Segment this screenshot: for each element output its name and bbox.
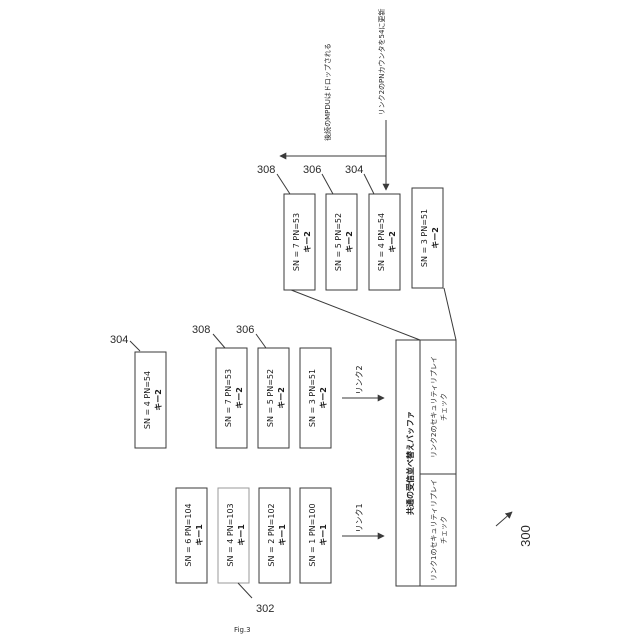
expanded-frame-1: SN = 7 PN=53 キー2	[284, 194, 315, 290]
link2-frame-1: SN = 7 PN=53 キー2	[216, 348, 247, 448]
link1-frame-1: SN = 6 PN=104 キー1	[176, 488, 207, 583]
expanded-frame-group: SN = 7 PN=53 キー2 SN = 5 PN=52 キー2 SN = 4…	[284, 188, 443, 290]
link1-frame-2-sn: SN = 4 PN=103	[226, 503, 235, 566]
ref-308-mid: 308	[192, 324, 210, 336]
expanded-frame-4: SN = 3 PN=51 キー2	[412, 188, 443, 288]
ref-308-mid-leader	[213, 334, 225, 348]
expanded-frame-2-key: キー2	[345, 231, 354, 253]
link2-frame-1-sn: SN = 7 PN=53	[224, 369, 233, 427]
link1-frame-4-sn: SN = 1 PN=100	[308, 503, 317, 566]
isolated-frame-sn: SN = 4 PN=54	[143, 371, 152, 429]
expanded-frame-2: SN = 5 PN=52 キー2	[326, 194, 357, 290]
ref-300: 300	[518, 525, 533, 547]
link2-frame-2-key: キー2	[277, 387, 286, 409]
link1-replay-check-line1: リンク1のセキュリティリプレイ	[430, 479, 438, 581]
expand-line-left	[286, 288, 420, 340]
link1-frame-1-sn: SN = 6 PN=104	[184, 503, 193, 566]
buffer-title: 共通の受信並べ替えバッファ	[405, 411, 415, 515]
link2-frame-2-sn: SN = 5 PN=52	[266, 369, 275, 427]
ref-306-mid: 306	[236, 324, 254, 336]
link2-frame-group: SN = 7 PN=53 キー2 SN = 5 PN=52 キー2 SN = 3…	[216, 348, 331, 448]
ref-300-arrow	[496, 512, 512, 526]
expanded-frame-1-sn: SN = 7 PN=53	[292, 213, 301, 271]
link1-replay-check-line2: チェック	[440, 516, 448, 544]
ref-308-right: 308	[257, 164, 275, 176]
link1-frame-4: SN = 1 PN=100 キー1	[300, 488, 331, 583]
expanded-frame-4-sn: SN = 3 PN=51	[420, 209, 429, 267]
link1-frame-3: SN = 2 PN=102 キー1	[259, 488, 290, 583]
link2-frame-3-sn: SN = 3 PN=51	[308, 369, 317, 427]
ref-304-top-leader	[130, 341, 140, 351]
link2-frame-2: SN = 5 PN=52 キー2	[258, 348, 289, 448]
ref-306-right: 306	[303, 164, 321, 176]
link1-frame-2: SN = 4 PN=103 キー1	[218, 488, 249, 583]
link1-frame-3-sn: SN = 2 PN=102	[267, 503, 276, 566]
ref-304-right-leader	[364, 174, 374, 194]
link2-frame-3-key: キー2	[319, 387, 328, 409]
link2-frame-3: SN = 3 PN=51 キー2	[300, 348, 331, 448]
ref-304-top: 304	[110, 334, 128, 346]
link1-label: リンク1	[355, 503, 364, 532]
link1-frame-3-key: キー1	[278, 524, 287, 546]
ref-306-right-leader	[322, 174, 333, 194]
link1-frame-4-key: キー1	[319, 524, 328, 546]
expanded-frame-4-key: キー2	[431, 227, 440, 249]
link2-frame-1-key: キー2	[235, 387, 244, 409]
expanded-frame-1-key: キー2	[303, 231, 312, 253]
ref-308-right-leader	[277, 174, 290, 194]
expanded-frame-2-sn: SN = 5 PN=52	[334, 213, 343, 271]
expand-line-right	[444, 288, 456, 340]
link1-frame-1-key: キー1	[195, 524, 204, 546]
isolated-frame-key: キー2	[154, 389, 163, 411]
annotation-pn-update: リンク2のPNカウンタを54に更新	[377, 9, 386, 116]
link2-label: リンク2	[355, 365, 364, 394]
link1-frame-2-key: キー1	[237, 524, 246, 546]
common-reorder-buffer: 共通の受信並べ替えバッファ リンク1のセキュリティリプレイ チェック リンク2の…	[396, 340, 456, 586]
expanded-frame-3-sn: SN = 4 PN=54	[377, 213, 386, 271]
link2-replay-check-line2: チェック	[440, 393, 448, 421]
ref-302: 302	[256, 603, 274, 615]
link2-replay-check-line1: リンク2のセキュリティリプレイ	[430, 356, 438, 458]
annotation-drop: 後続のMPDUはドロップされる	[323, 43, 332, 141]
ref-302-leader	[238, 583, 252, 598]
expanded-frame-3-key: キー2	[388, 231, 397, 253]
ref-304-right: 304	[345, 164, 363, 176]
isolated-frame-304: SN = 4 PN=54 キー2	[135, 352, 166, 448]
buffer-outer	[396, 340, 456, 586]
fig-label: Fig.3	[234, 626, 251, 634]
expanded-frame-3: SN = 4 PN=54 キー2	[369, 194, 400, 290]
ref-306-mid-leader	[256, 334, 266, 348]
link1-frame-group: SN = 6 PN=104 キー1 SN = 4 PN=103 キー1 SN =…	[176, 488, 331, 583]
